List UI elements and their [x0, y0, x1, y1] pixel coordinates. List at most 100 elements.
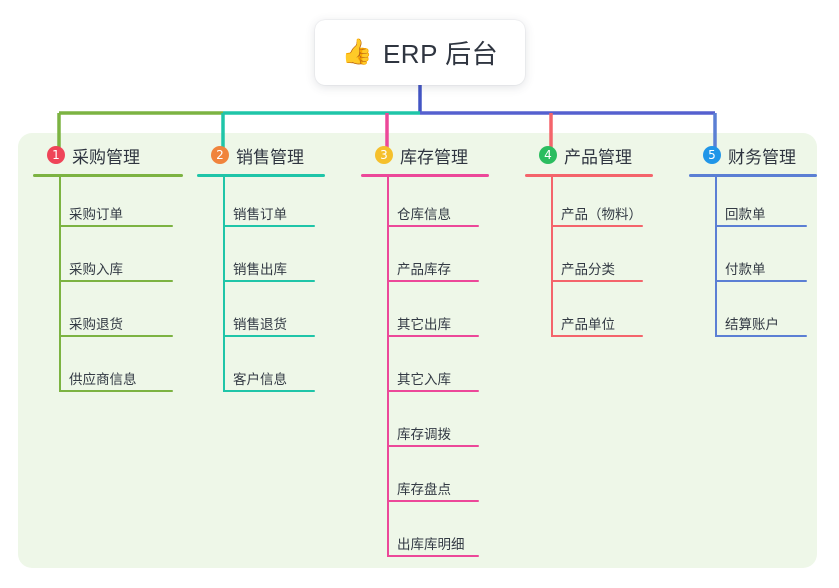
branch-children-4: 产品（物料） 产品分类产品单位 [525, 177, 653, 342]
leaf-node-label: 供应商信息 [69, 372, 137, 387]
leaf-node[interactable]: 供应商信息 [33, 342, 183, 397]
leaf-node-label: 其它出库 [397, 317, 451, 332]
leaf-node[interactable]: 采购退货 [33, 287, 183, 342]
leaf-node[interactable]: 结算账户 [689, 287, 817, 342]
branch-badge-1: 1 [47, 146, 65, 164]
leaf-node-underline [551, 335, 643, 337]
leaf-node[interactable]: 产品分类 [525, 232, 653, 287]
leaf-node-underline [223, 390, 315, 392]
leaf-node-underline [59, 390, 173, 392]
leaf-node-underline [715, 225, 807, 227]
leaf-node[interactable]: 产品库存 [361, 232, 489, 287]
leaf-node[interactable]: 库存调拨 [361, 397, 489, 452]
branch-spine-2 [223, 177, 225, 392]
branch-underline-1 [33, 174, 183, 177]
leaf-node[interactable]: 出库库明细 [361, 507, 489, 562]
leaf-node-label: 采购退货 [69, 317, 123, 332]
branch-title-5: 财务管理 [728, 147, 796, 167]
leaf-node-label: 销售退货 [233, 317, 287, 332]
leaf-node-underline [551, 225, 643, 227]
branch-spine-4 [551, 177, 553, 337]
branch-column-1: 1 采购管理采购订单采购入库采购退货供应商信息 [33, 142, 183, 397]
branch-header-3[interactable]: 3 库存管理 [361, 142, 489, 168]
leaf-node-underline [223, 225, 315, 227]
branch-children-1: 采购订单采购入库采购退货供应商信息 [33, 177, 183, 397]
branch-badge-5: 5 [703, 146, 721, 164]
leaf-node-underline [387, 555, 479, 557]
leaf-node-underline [223, 280, 315, 282]
leaf-node-label: 付款单 [725, 262, 766, 277]
leaf-node-label: 出库库明细 [397, 537, 465, 552]
leaf-node-label: 仓库信息 [397, 207, 451, 222]
leaf-node-underline [59, 280, 173, 282]
leaf-node[interactable]: 其它入库 [361, 342, 489, 397]
branch-column-5: 5 财务管理回款单付款单结算账户 [689, 142, 817, 342]
branch-header-1[interactable]: 1 采购管理 [33, 142, 183, 168]
branch-spine-5 [715, 177, 717, 337]
branch-spine-1 [59, 177, 61, 392]
branch-children-2: 销售订单销售出库销售退货客户信息 [197, 177, 325, 397]
leaf-node-underline [387, 280, 479, 282]
leaf-node-label: 产品单位 [561, 317, 615, 332]
leaf-node[interactable]: 库存盘点 [361, 452, 489, 507]
leaf-node[interactable]: 付款单 [689, 232, 817, 287]
leaf-node-underline [387, 445, 479, 447]
leaf-node-label: 其它入库 [397, 372, 451, 387]
leaf-node-underline [387, 335, 479, 337]
leaf-node[interactable]: 客户信息 [197, 342, 325, 397]
branch-spine-3 [387, 177, 389, 557]
thumbs-up-icon: 👍 [341, 38, 373, 66]
leaf-node-label: 销售出库 [233, 262, 287, 277]
leaf-node-underline [715, 335, 807, 337]
leaf-node-underline [387, 225, 479, 227]
leaf-node[interactable]: 销售订单 [197, 177, 325, 232]
leaf-node-underline [223, 335, 315, 337]
branch-title-4: 产品管理 [564, 147, 632, 167]
branch-badge-3: 3 [375, 146, 393, 164]
branch-badge-4: 4 [539, 146, 557, 164]
branch-title-3: 库存管理 [400, 147, 468, 167]
branch-column-4: 4 产品管理产品（物料） 产品分类产品单位 [525, 142, 653, 342]
leaf-node[interactable]: 产品单位 [525, 287, 653, 342]
branch-header-5[interactable]: 5 财务管理 [689, 142, 817, 168]
leaf-node-label: 产品（物料） [561, 207, 642, 222]
leaf-node[interactable]: 销售出库 [197, 232, 325, 287]
branch-children-5: 回款单付款单结算账户 [689, 177, 817, 342]
branch-underline-5 [689, 174, 817, 177]
leaf-node[interactable]: 仓库信息 [361, 177, 489, 232]
leaf-node[interactable]: 回款单 [689, 177, 817, 232]
branch-underline-4 [525, 174, 653, 177]
leaf-node-underline [59, 225, 173, 227]
diagram-panel [18, 133, 817, 568]
branch-header-4[interactable]: 4 产品管理 [525, 142, 653, 168]
leaf-node-underline [387, 500, 479, 502]
leaf-node-label: 库存盘点 [397, 482, 451, 497]
branch-children-3: 仓库信息产品库存其它出库其它入库库存调拨库存盘点出库库明细 [361, 177, 489, 562]
root-node-content: 👍 ERP 后台 [342, 34, 498, 71]
branch-underline-2 [197, 174, 325, 177]
leaf-node-label: 客户信息 [233, 372, 287, 387]
leaf-node[interactable]: 采购订单 [33, 177, 183, 232]
root-node[interactable]: 👍 ERP 后台 [315, 20, 525, 85]
leaf-node-label: 库存调拨 [397, 427, 451, 442]
leaf-node-label: 采购订单 [69, 207, 123, 222]
branch-title-1: 采购管理 [72, 147, 140, 167]
branch-underline-3 [361, 174, 489, 177]
leaf-node[interactable]: 采购入库 [33, 232, 183, 287]
leaf-node-label: 产品库存 [397, 262, 451, 277]
leaf-node-underline [715, 280, 807, 282]
leaf-node-underline [59, 335, 173, 337]
root-node-title: ERP 后台 [382, 39, 499, 69]
leaf-node[interactable]: 销售退货 [197, 287, 325, 342]
leaf-node-label: 结算账户 [725, 317, 779, 332]
branch-badge-2: 2 [211, 146, 229, 164]
leaf-node[interactable]: 其它出库 [361, 287, 489, 342]
leaf-node-label: 产品分类 [561, 262, 615, 277]
leaf-node-label: 销售订单 [233, 207, 287, 222]
leaf-node[interactable]: 产品（物料） [525, 177, 653, 232]
branch-column-3: 3 库存管理仓库信息产品库存其它出库其它入库库存调拨库存盘点出库库明细 [361, 142, 489, 562]
